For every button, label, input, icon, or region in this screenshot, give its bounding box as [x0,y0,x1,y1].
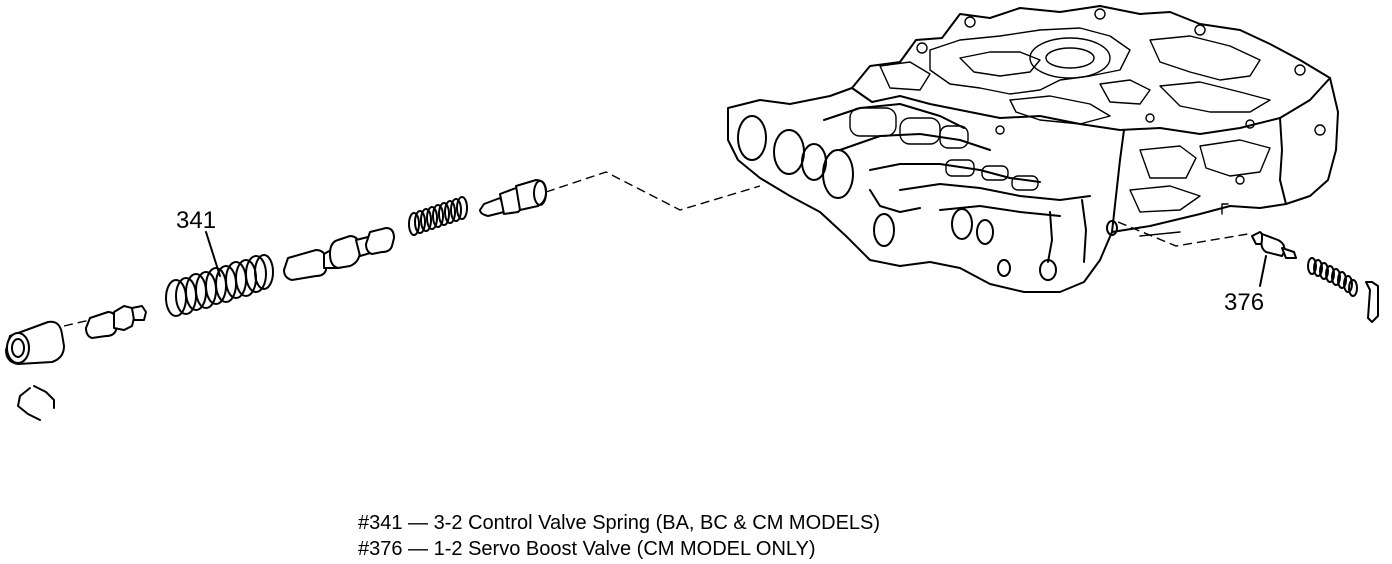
alignment-line-lower [1117,221,1249,247]
servo-boost-valve-376 [1251,231,1297,259]
plug-part [85,305,147,339]
small-spring [408,196,468,236]
spring-341 [165,254,274,317]
callout-376: 376 [1224,289,1264,316]
retainer-clip [17,385,55,421]
retaining-pin [1365,281,1379,323]
control-valve [283,227,395,281]
alignment-line-left [63,319,91,327]
leader-line-341 [205,231,221,277]
callout-341: 341 [176,207,216,234]
legend-line-341: #341 — 3-2 Control Valve Spring (BA, BC … [358,512,881,534]
valve-body-casting [727,5,1339,293]
valve-plunger [479,179,547,217]
sleeve-part [5,320,65,365]
legend-line-376: #376 — 1-2 Servo Boost Valve (CM MODEL O… [358,538,816,560]
leader-line-376 [1259,255,1267,287]
boost-spring-376 [1307,257,1358,297]
alignment-line-upper [545,171,761,211]
